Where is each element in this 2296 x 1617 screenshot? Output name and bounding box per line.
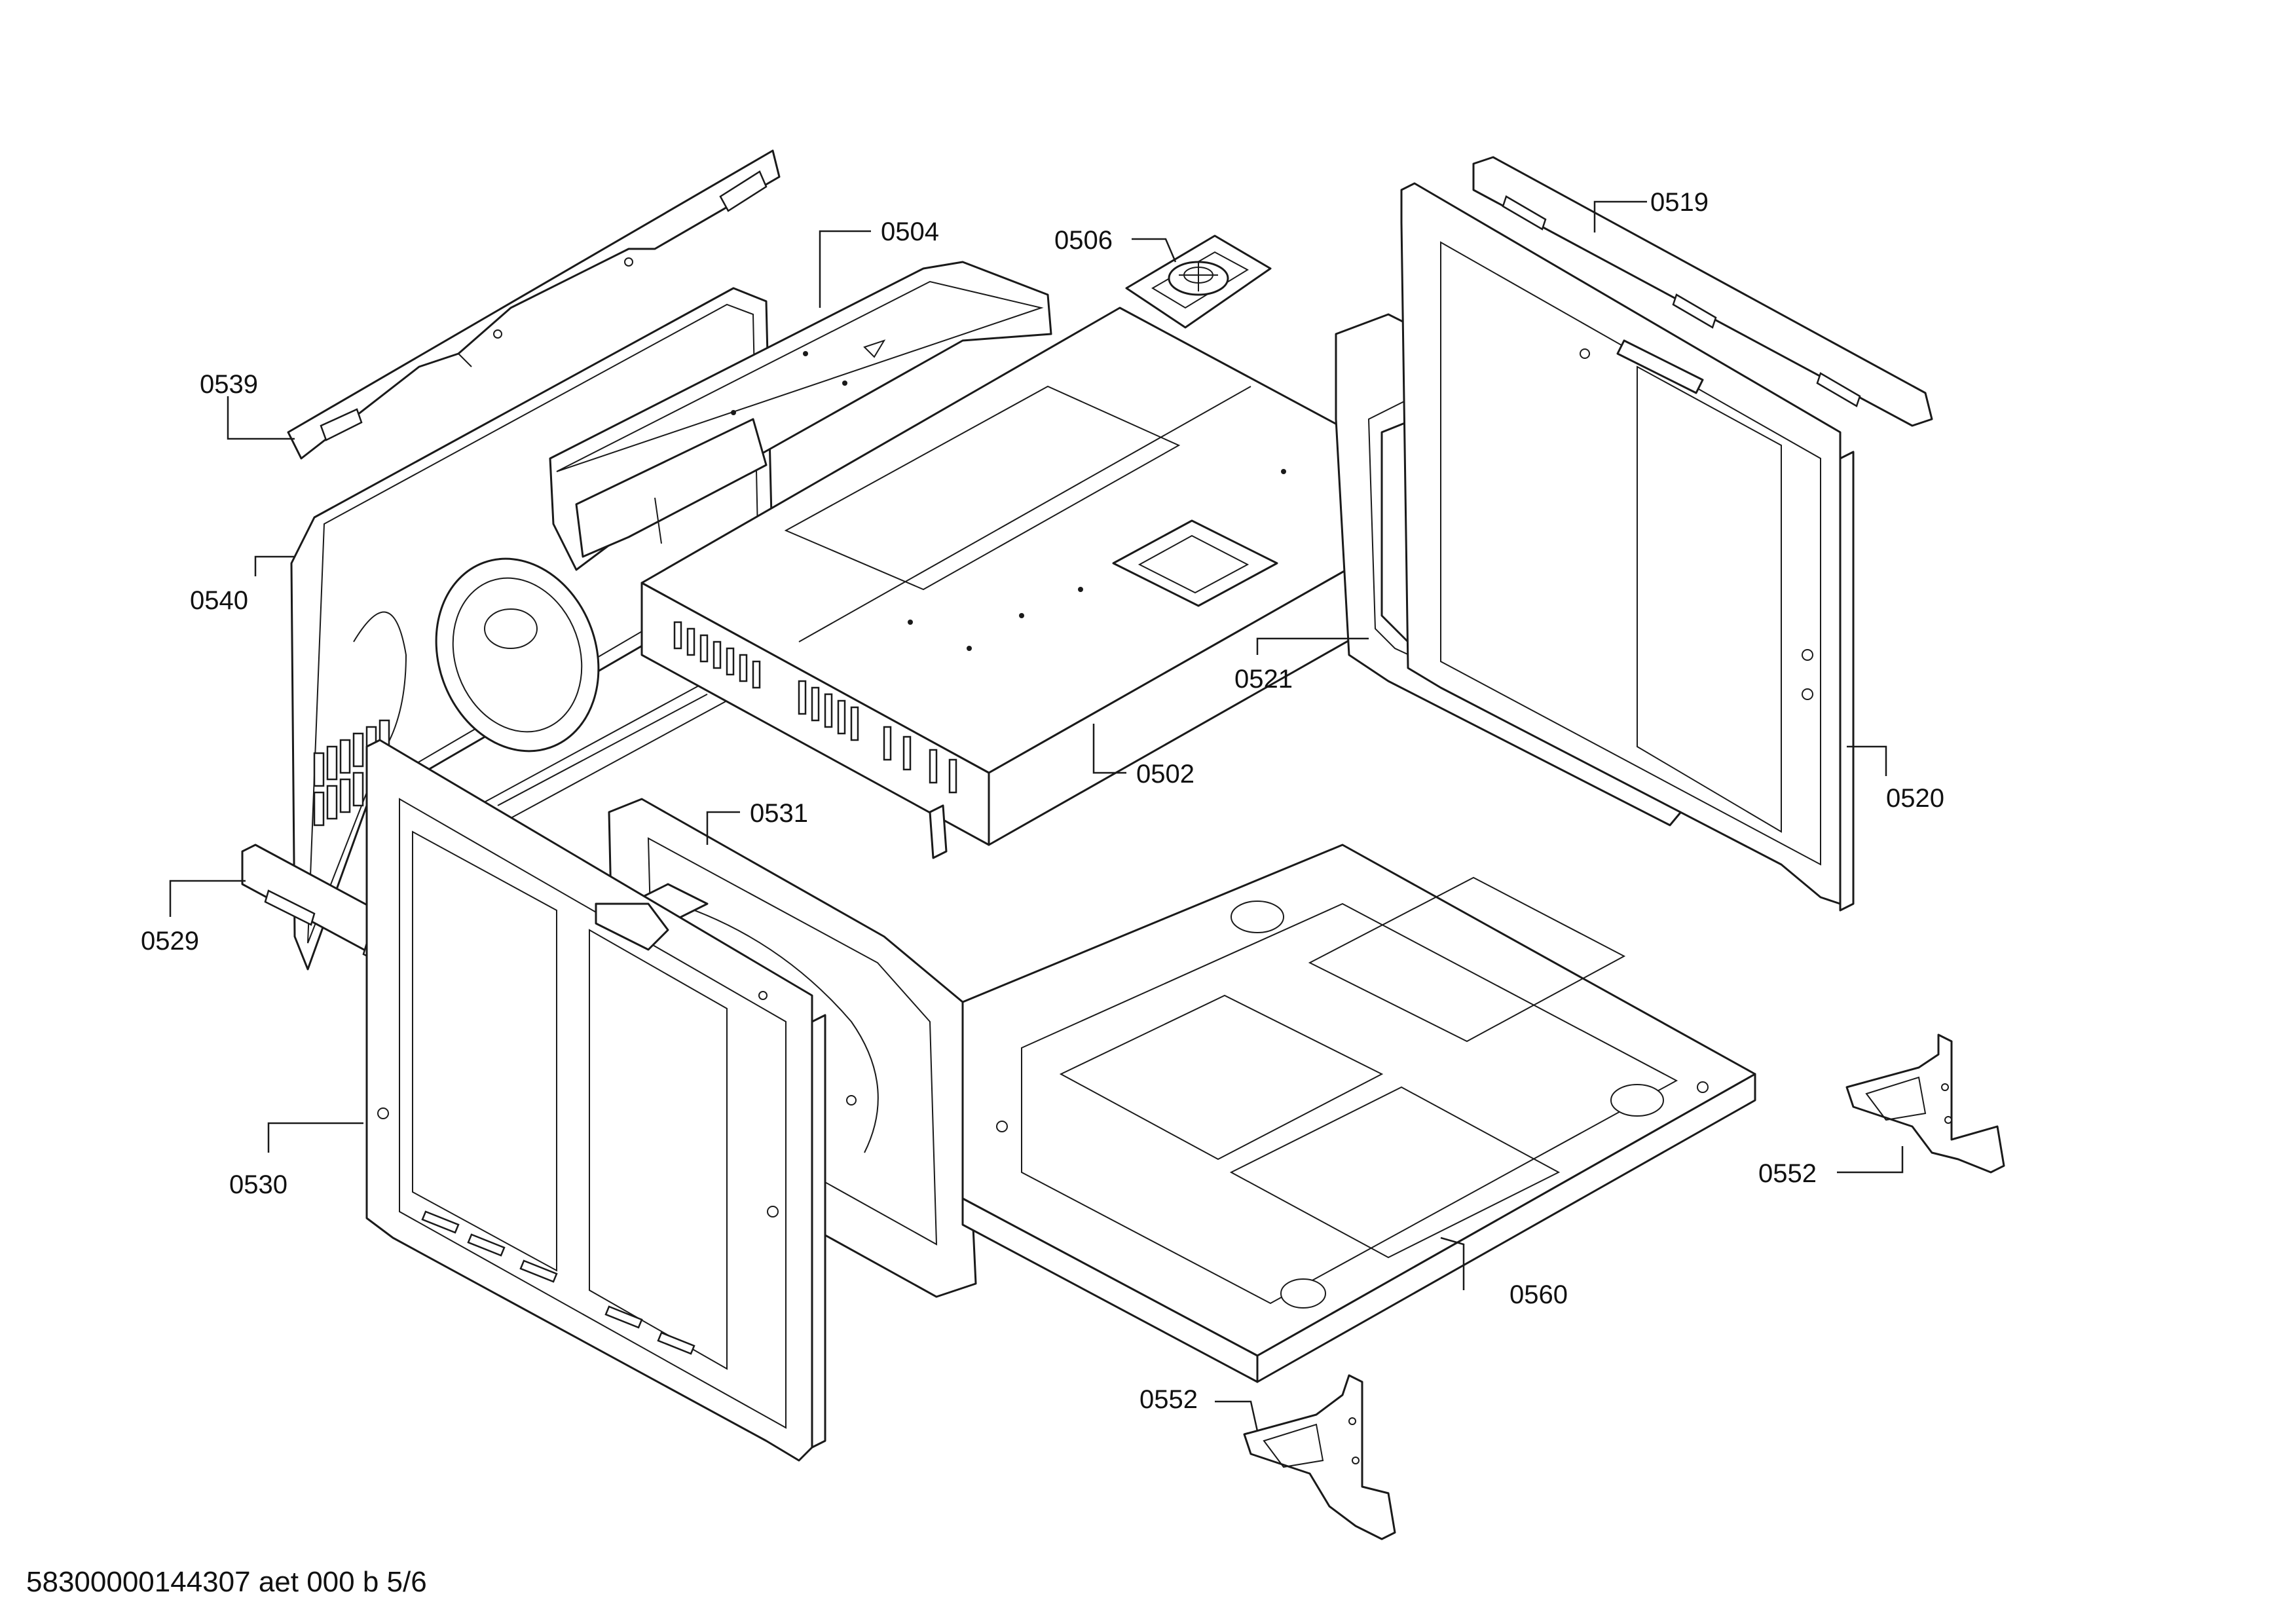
callout-0504: 0504 bbox=[881, 217, 939, 246]
callout-0552a: 0552 bbox=[1758, 1159, 1817, 1188]
callout-0519: 0519 bbox=[1650, 188, 1709, 217]
part-0506-grommet bbox=[1125, 234, 1272, 329]
callout-0560: 0560 bbox=[1509, 1280, 1568, 1309]
leader-0506 bbox=[1132, 238, 1177, 263]
part-0520-outer-side-wall bbox=[1400, 182, 1855, 912]
leader-0519 bbox=[1593, 200, 1647, 232]
leader-0540 bbox=[254, 555, 295, 576]
part-0560-bottom-plate bbox=[961, 844, 1756, 1383]
leader-0560 bbox=[1440, 1236, 1465, 1290]
callout-0540: 0540 bbox=[190, 586, 248, 615]
callout-0521: 0521 bbox=[1234, 665, 1293, 694]
callout-0531: 0531 bbox=[750, 799, 808, 828]
leader-0531 bbox=[706, 811, 740, 845]
leader-0529 bbox=[169, 880, 246, 917]
part-0519-side-strip bbox=[1472, 156, 1933, 427]
callout-0539: 0539 bbox=[200, 370, 258, 399]
leader-0502 bbox=[1092, 724, 1126, 774]
callout-labels: 0504 0506 0519 0539 0540 0521 0502 0520 … bbox=[141, 188, 1944, 1414]
callout-0506: 0506 bbox=[1054, 226, 1113, 255]
leader-0530 bbox=[267, 1122, 363, 1153]
part-0530-front-frame bbox=[365, 739, 826, 1462]
document-footer: 58300000144307 aet 000 b 5/6 bbox=[26, 1566, 427, 1598]
callout-0530: 0530 bbox=[229, 1170, 287, 1199]
part-0552-hinge-bracket-right bbox=[1845, 1033, 2005, 1174]
leader-0539 bbox=[227, 396, 295, 440]
callout-0502: 0502 bbox=[1136, 760, 1194, 789]
callout-0529: 0529 bbox=[141, 927, 199, 956]
part-0552-hinge-bracket-bottom bbox=[1243, 1374, 1396, 1540]
part-0504-duct-cover bbox=[549, 261, 1052, 571]
leader-lines bbox=[169, 200, 1904, 1432]
leader-0504 bbox=[819, 230, 871, 308]
part-0539-bracket bbox=[287, 149, 781, 460]
leader-0552a bbox=[1837, 1146, 1904, 1174]
leader-0520 bbox=[1847, 745, 1887, 776]
leader-0521 bbox=[1256, 637, 1369, 655]
callout-0552b: 0552 bbox=[1139, 1385, 1198, 1414]
top-housing-vents bbox=[673, 621, 957, 794]
callout-0520: 0520 bbox=[1886, 784, 1944, 813]
leader-0552b bbox=[1215, 1400, 1259, 1432]
